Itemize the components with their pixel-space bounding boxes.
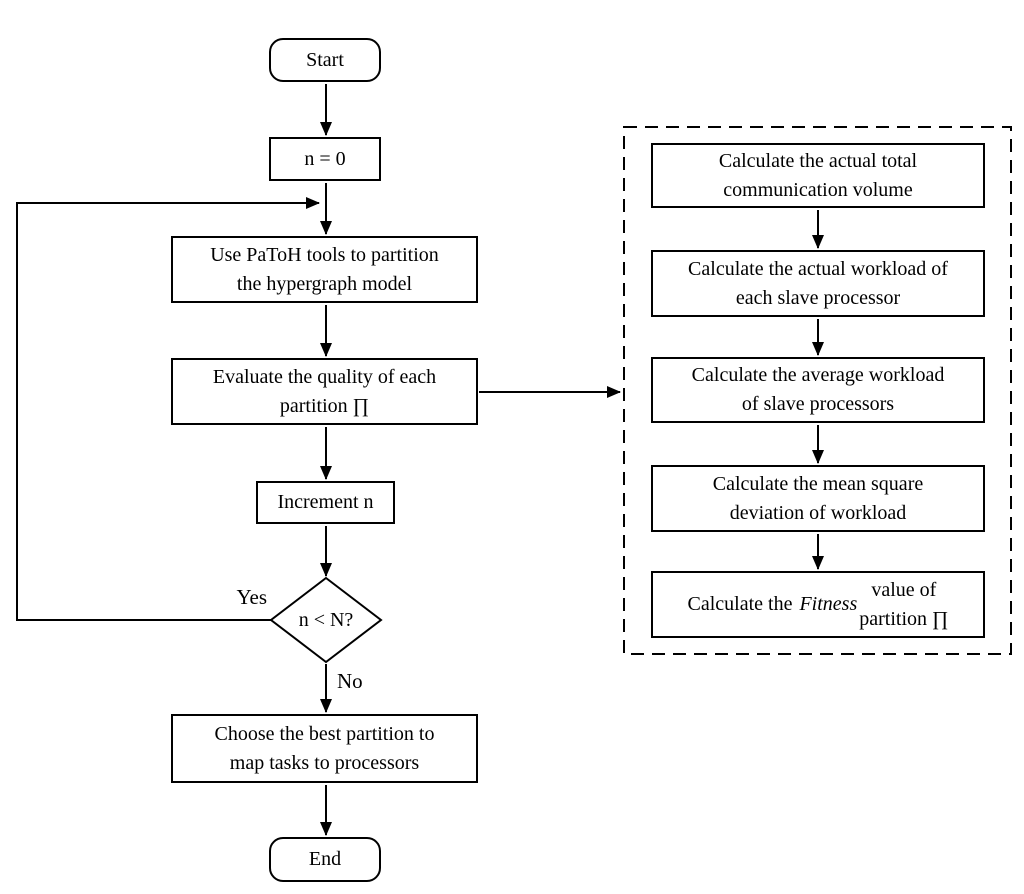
arrow-yes-loop-back — [16, 197, 320, 621]
fitness-step-post: value of partition ∏ — [859, 578, 949, 630]
edge-label-yes: Yes — [236, 585, 267, 609]
decision-diamond — [269, 576, 383, 664]
node-decision-label: n < N? — [298, 608, 354, 631]
node-choose: Choose the best partition to map tasks t… — [171, 714, 478, 783]
node-sub-step-5: Calculate the Fitness value of partition … — [651, 571, 985, 638]
node-sub-step-3: Calculate the average workload of slave … — [651, 357, 985, 423]
node-end: End — [269, 837, 381, 882]
node-init: n = 0 — [269, 137, 381, 181]
node-partition: Use PaToH tools to partition the hypergr… — [171, 236, 478, 303]
fitness-step-italic: Fitness — [799, 593, 858, 615]
node-increment: Increment n — [256, 481, 395, 524]
node-sub-step-2: Calculate the actual workload of each sl… — [651, 250, 985, 317]
node-evaluate: Evaluate the quality of each partition ∏ — [171, 358, 478, 425]
node-sub-step-4: Calculate the mean square deviation of w… — [651, 465, 985, 532]
edge-label-no: No — [337, 669, 363, 693]
fitness-step-pre: Calculate the — [687, 593, 793, 615]
node-sub-step-1: Calculate the actual total communication… — [651, 143, 985, 208]
subroutine-dashed-border — [623, 126, 1012, 655]
node-start: Start — [269, 38, 381, 82]
